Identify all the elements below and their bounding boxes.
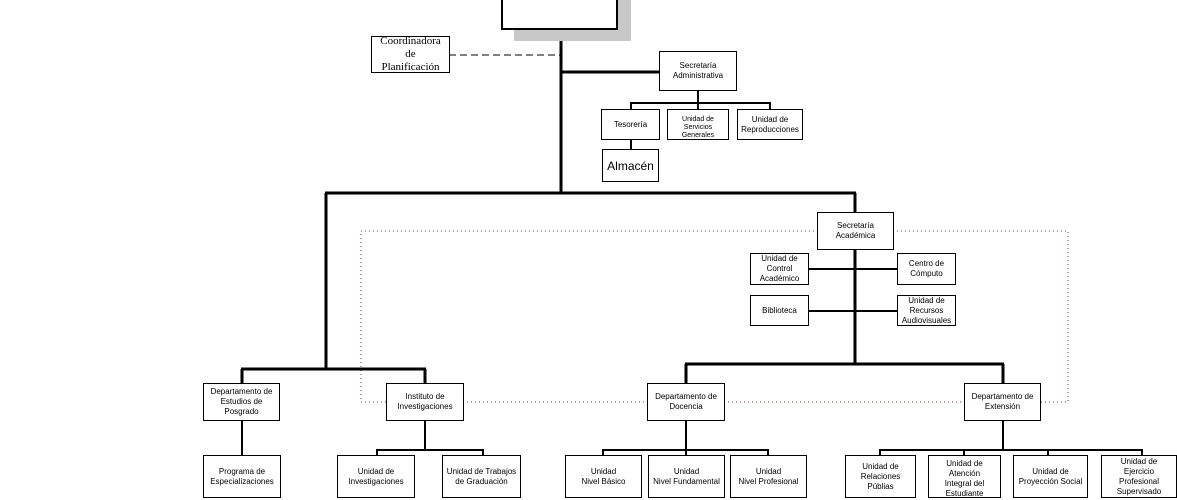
node-control-academico: Unidad de Control Académico [750,253,809,285]
node-estudios-posgrado: Departamento de Estudios de Posgrado [203,383,280,421]
node-almacen: Almacén [602,149,659,182]
director-box [501,0,618,30]
node-departamento-extension: Departamento de Extensión [964,383,1041,421]
node-unidad-investigaciones: Unidad de Investigaciones [337,455,415,498]
node-centro-computo: Centro de Cómputo [897,253,956,285]
node-coordinadora-planificacion: Coordinadora de Planificación [371,36,450,73]
academic-area-boundary-left [360,230,818,403]
node-nivel-profesional: Unidad Nivel Profesional [730,455,807,498]
node-recursos-audiovisuales: Unidad de Recursos Audiovisuales [897,295,956,326]
node-biblioteca: Biblioteca [750,295,809,326]
node-relaciones-publicas: Unidad de Relaciones Públias [845,455,916,498]
node-proyeccion-social: Unidad de Proyección Social [1013,455,1088,498]
node-tesoreria: Tesorería [601,109,660,140]
node-programa-especializaciones: Programa de Especializaciones [203,455,281,498]
node-trabajos-graduacion: Unidad de Trabajos de Graduación [442,455,521,498]
node-ejercicio-profesional: Unidad de Ejercicio Profesional Supervis… [1101,455,1177,498]
node-servicios-generales: Unidad de Servicios Generales [667,109,729,140]
academic-area-boundary [893,230,1069,403]
node-secretaria-academica: Secretaría Académica [817,212,894,250]
node-atencion-integral: Unidad de Atención Integral del Estudian… [928,455,1001,498]
node-nivel-basico: Unidad Nivel Básico [565,455,642,498]
node-reproducciones: Unidad de Reproducciones [737,109,803,140]
node-departamento-docencia: Departamento de Docencia [647,383,725,421]
node-instituto-investigaciones: Instituto de Investigaciones [386,383,464,421]
node-secretaria-administrativa: Secretaría Administrativa [659,51,737,91]
node-nivel-fundamental: Unidad Nivel Fundamental [648,455,725,498]
